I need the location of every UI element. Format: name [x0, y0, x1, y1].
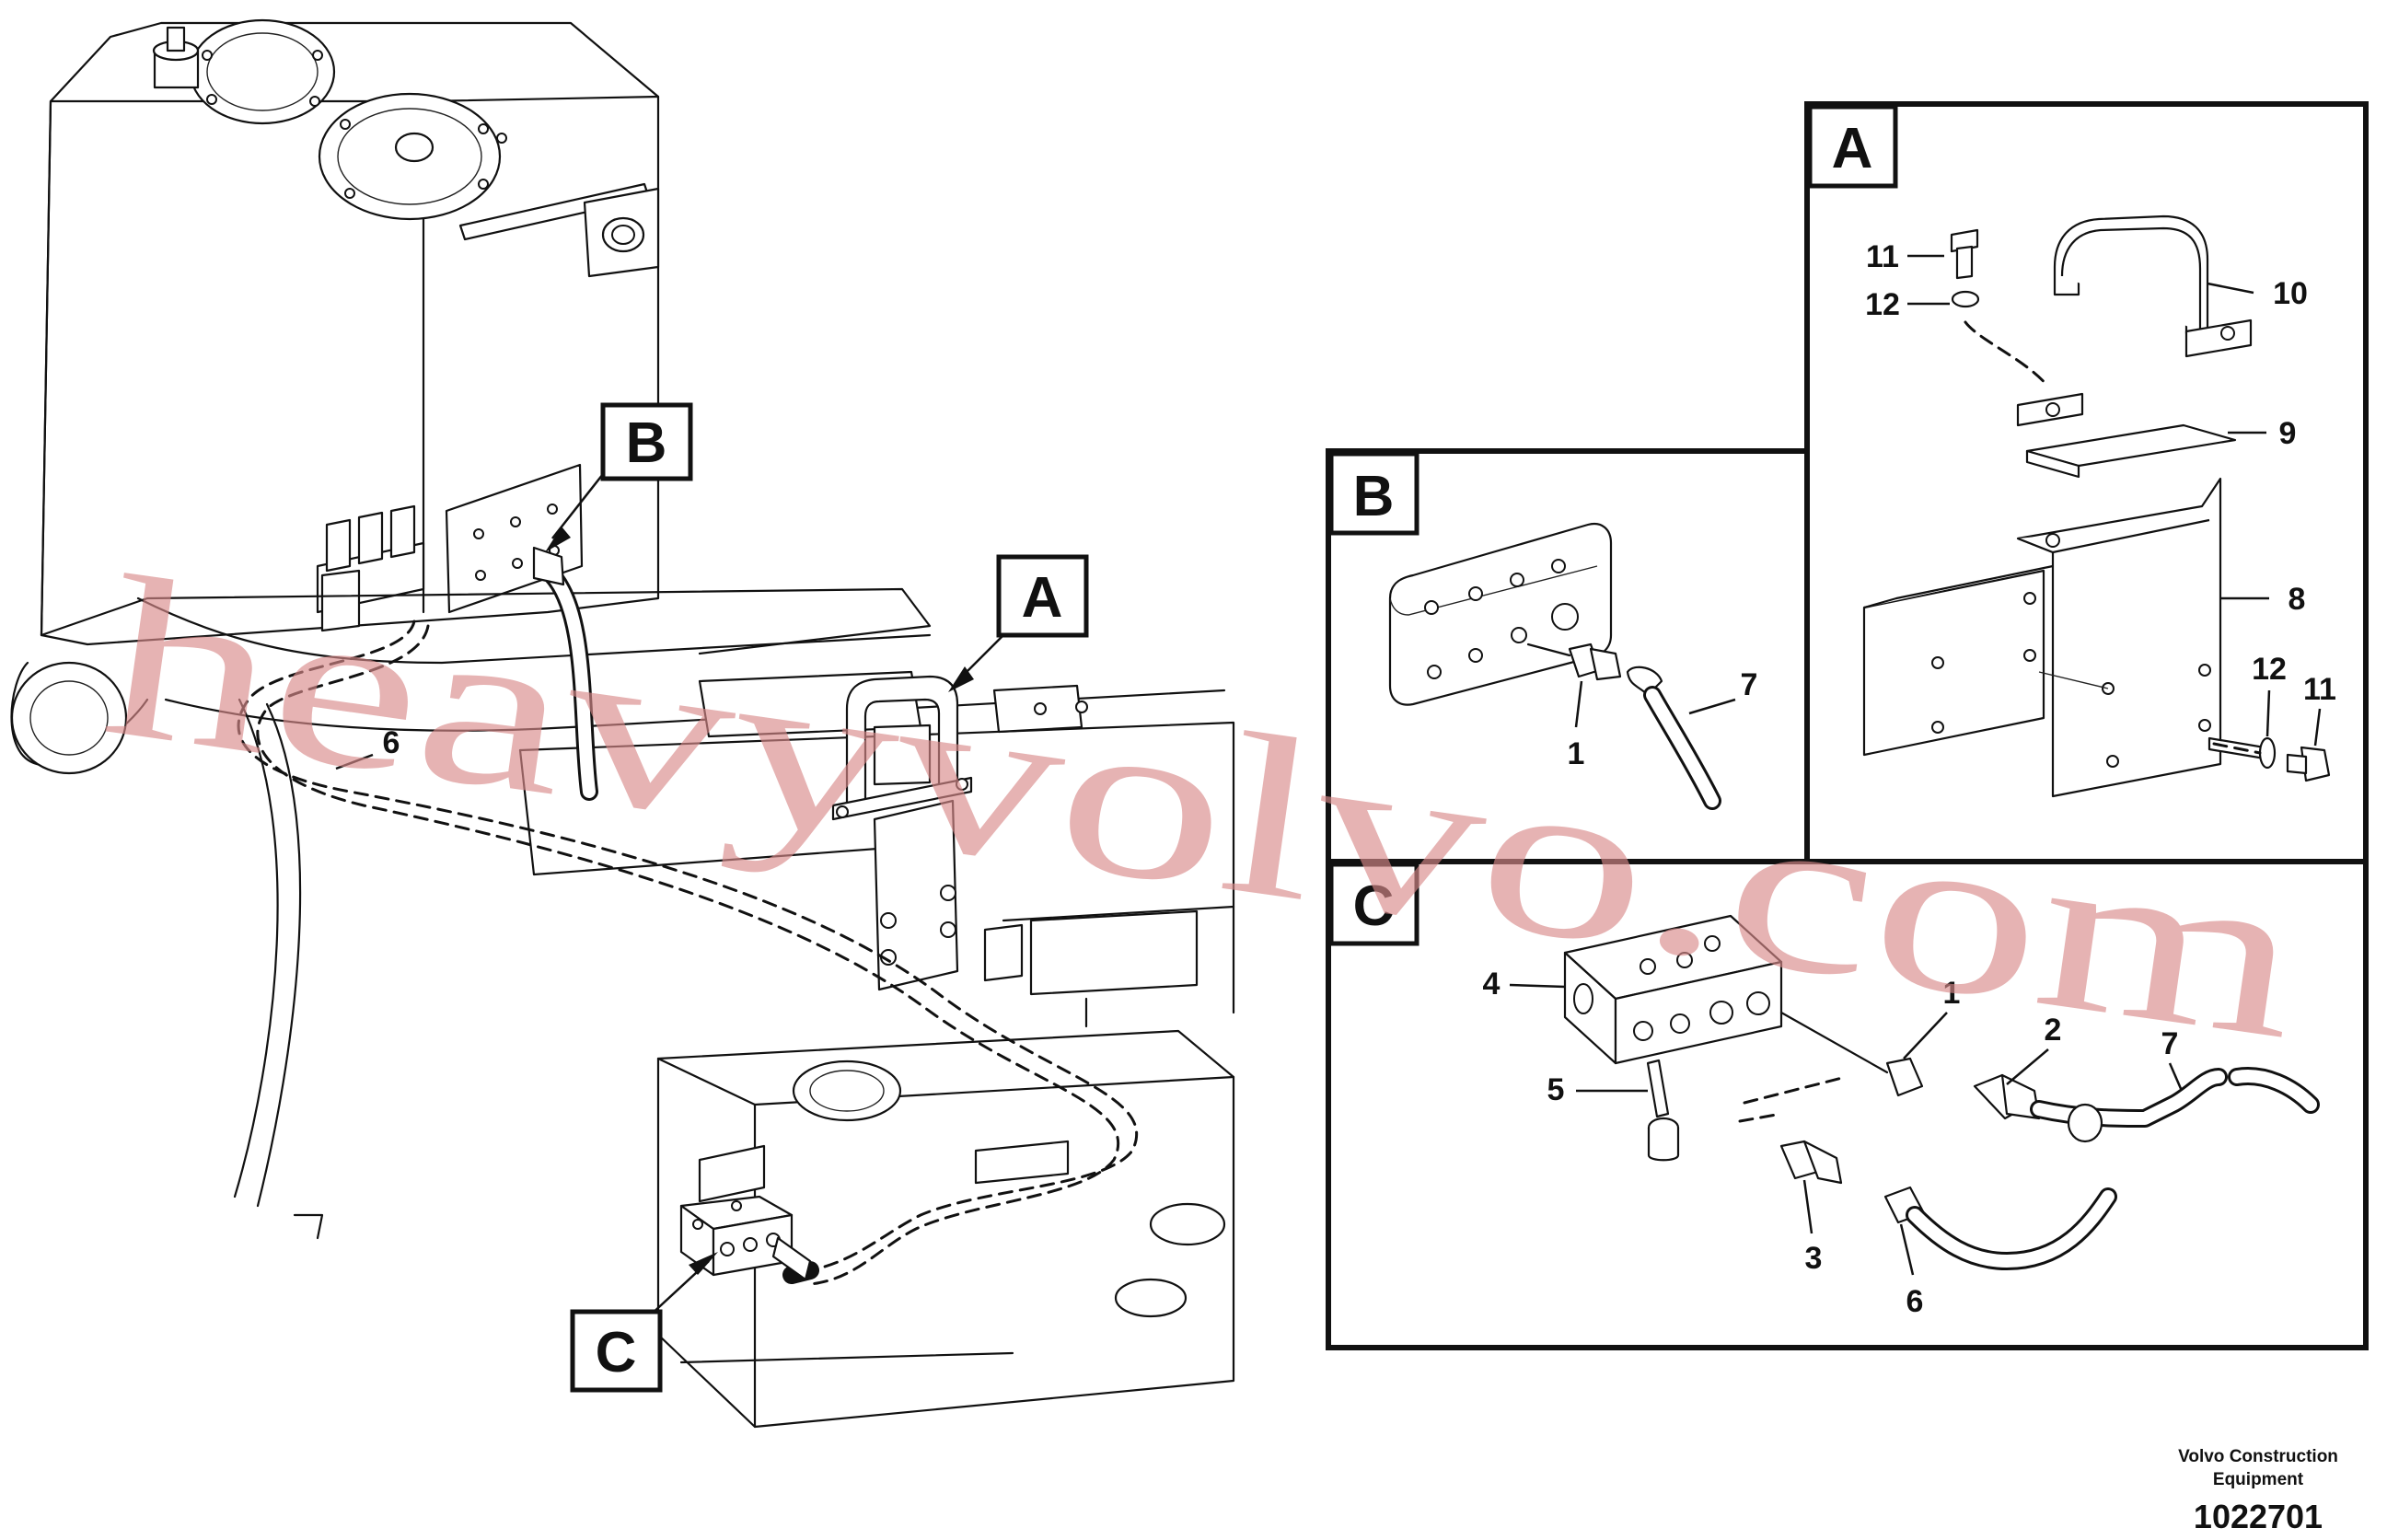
svg-text:5: 5: [1547, 1072, 1565, 1107]
svg-text:1: 1: [1568, 736, 1585, 771]
hydraulic-tank: [40, 18, 660, 646]
callout-c-label: C: [596, 1321, 637, 1384]
svg-text:6: 6: [1906, 1284, 1924, 1319]
callout-c: C: [570, 1252, 718, 1393]
svg-text:2: 2: [2045, 1013, 2062, 1048]
detail-a-label: A: [1832, 117, 1873, 180]
callout-a: A: [948, 554, 1089, 692]
detail-c: C 4: [1328, 862, 2320, 1319]
detail-b-label: B: [1353, 465, 1395, 528]
part-label-2-c: 2: [2006, 1013, 2062, 1085]
part-label-9: 9: [2228, 416, 2296, 451]
part-label-7-c: 7: [2161, 1026, 2184, 1092]
company-name-line1: Volvo Construction: [2178, 1447, 2338, 1466]
part-label-12-a-top: 12: [1865, 287, 1950, 322]
part-label-1-b: 1: [1568, 680, 1585, 771]
svg-text:8: 8: [2289, 582, 2306, 617]
svg-text:7: 7: [2161, 1026, 2179, 1061]
hose-7-main: [532, 546, 598, 801]
part-label-11-a-right: 11: [2303, 672, 2336, 747]
detail-b: B 7 1: [1328, 451, 1758, 810]
svg-text:1: 1: [1943, 976, 1961, 1011]
svg-text:12: 12: [1865, 287, 1900, 322]
part-label-7-b: 7: [1688, 667, 1758, 715]
svg-text:11: 11: [2303, 672, 2336, 707]
handle-bracket: [831, 675, 973, 991]
part-label-6-main: 6: [335, 725, 400, 770]
svg-text:7: 7: [1741, 667, 1758, 702]
company-name-line2: Equipment: [2213, 1470, 2304, 1489]
distribution-block-main: [679, 1195, 812, 1281]
detail-a: A 11: [1807, 104, 2336, 798]
svg-text:4: 4: [1483, 967, 1501, 1002]
callout-b-label: B: [626, 411, 667, 475]
svg-text:11: 11: [1866, 239, 1899, 274]
callout-b: B: [545, 402, 693, 552]
svg-text:12: 12: [2252, 652, 2287, 687]
part-label-11-a-top: 11: [1866, 239, 1944, 274]
part-label-5-c: 5: [1547, 1072, 1648, 1107]
drawing-number: 1022701: [2194, 1498, 2323, 1535]
footer: Volvo Construction Equipment 1022701: [2178, 1447, 2338, 1535]
svg-text:3: 3: [1805, 1241, 1823, 1276]
part-label-6-c: 6: [1899, 1223, 1924, 1319]
machine-frame: [10, 587, 1235, 1429]
part-label-12-a-right: 12: [2252, 652, 2287, 737]
part-label-3-c: 3: [1802, 1179, 1823, 1276]
part-label-1-c: 1: [1903, 976, 1961, 1059]
svg-text:9: 9: [2279, 416, 2297, 451]
callout-a-label: A: [1022, 566, 1063, 630]
part-label-10: 10: [2207, 276, 2308, 311]
part-label-8: 8: [2220, 582, 2305, 617]
main-assembly-view: B A C 6: [10, 18, 1235, 1429]
detail-frames: [1326, 101, 2369, 1350]
svg-text:6: 6: [383, 725, 400, 760]
svg-text:10: 10: [2273, 276, 2308, 311]
part-label-4-c: 4: [1483, 967, 1566, 1002]
detail-c-label: C: [1353, 874, 1395, 938]
